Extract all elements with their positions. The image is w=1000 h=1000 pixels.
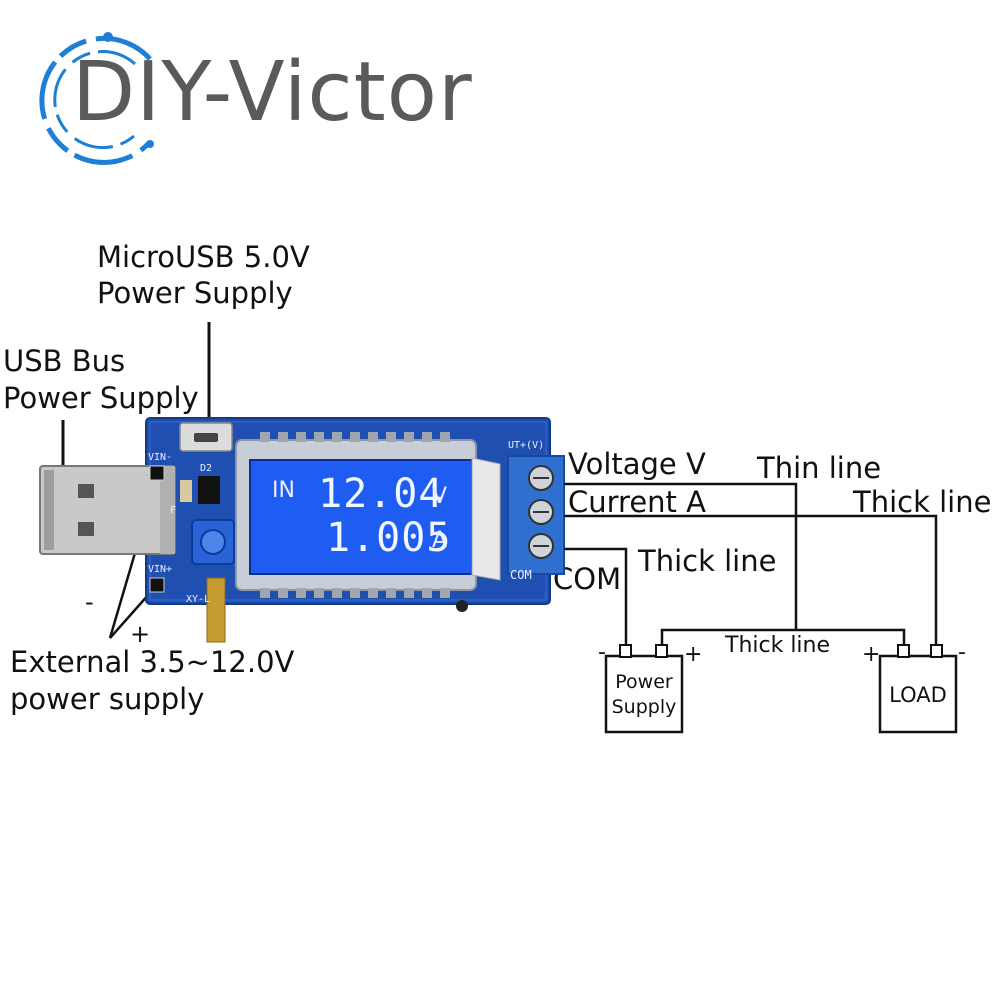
trimmer-pin [206, 577, 226, 643]
power-supply-box [604, 654, 684, 734]
capacitor [180, 480, 192, 502]
microusb-label-line1: MicroUSB 5.0V [97, 240, 310, 274]
pcb-vin-plus-text: VIN+ [148, 564, 173, 575]
load-plus-terminal [897, 644, 910, 658]
logo-text: DIY-Victor [72, 45, 473, 140]
lcd-top-pins [260, 432, 450, 442]
power-supply-minus-label: - [598, 640, 606, 665]
external-plus-label: + [130, 620, 151, 648]
voltage-label: Voltage V [568, 447, 706, 481]
vin-plus-pad [149, 577, 165, 593]
external-label-line1: External 3.5~12.0V [10, 645, 295, 679]
usbbus-label-line2: Power Supply [3, 381, 199, 415]
microusb-port-slot [194, 433, 218, 442]
usb-plug-edge [160, 466, 175, 554]
external-label-line2: power supply [10, 682, 205, 716]
power-supply-label-line1: Power [615, 671, 673, 693]
thick-line-label-bottom: Thick line [725, 633, 831, 658]
power-supply-minus-terminal [619, 644, 632, 658]
lcd-current-unit: A [432, 528, 448, 553]
pcb-com-text: COM [510, 568, 532, 582]
vin-minus-pad [149, 465, 165, 481]
current-label: Current A [568, 485, 706, 519]
lcd-screen [249, 459, 473, 575]
lcd-voltage-unit: V [432, 484, 448, 509]
pcb-model-text: XY-L [186, 594, 211, 605]
thick-line-label-mid: Thick line [638, 544, 777, 578]
lcd-prefix: IN [272, 478, 295, 503]
lcd-voltage-value: 12.04 [318, 471, 444, 517]
com-wire [564, 547, 628, 646]
usbbus-label-line1: USB Bus [3, 344, 126, 378]
lcd-ribbon [471, 457, 501, 581]
pcb-button [456, 600, 468, 612]
power-supply-label-line2: Supply [611, 696, 677, 718]
diode-d2 [198, 476, 220, 504]
load-label: LOAD [889, 683, 947, 707]
load-plus-label: + [862, 642, 881, 667]
power-supply-plus-terminal [655, 644, 668, 658]
trimmer-knob [200, 529, 226, 555]
load-box [878, 654, 958, 734]
lcd-bottom-pins [260, 588, 450, 598]
power-supply-plus-label: + [684, 642, 703, 667]
load-minus-label: - [958, 640, 966, 665]
logo-ring-icon [39, 32, 154, 165]
thick-line-label-top: Thick line [853, 485, 992, 519]
current-wire [564, 514, 938, 646]
pcb-vin-minus-text: VIN- [148, 452, 173, 463]
supply-to-load-wire [660, 628, 906, 646]
thin-line-label: Thin line [757, 451, 882, 485]
pcb-d2-text: D2 [200, 463, 213, 474]
pcb-f-text: F [170, 505, 177, 516]
pcb-out-plus-text: UT+(V) [508, 440, 545, 451]
microusb-label-line2: Power Supply [97, 276, 293, 310]
usb-plug-hole-bottom [78, 522, 94, 536]
usb-plug-hole-top [78, 484, 94, 498]
usb-plug-face [44, 470, 54, 550]
load-minus-terminal [930, 644, 943, 658]
lcd-current-value: 1.005 [326, 515, 452, 561]
external-minus-label: - [85, 588, 94, 616]
voltage-wire [564, 482, 798, 630]
